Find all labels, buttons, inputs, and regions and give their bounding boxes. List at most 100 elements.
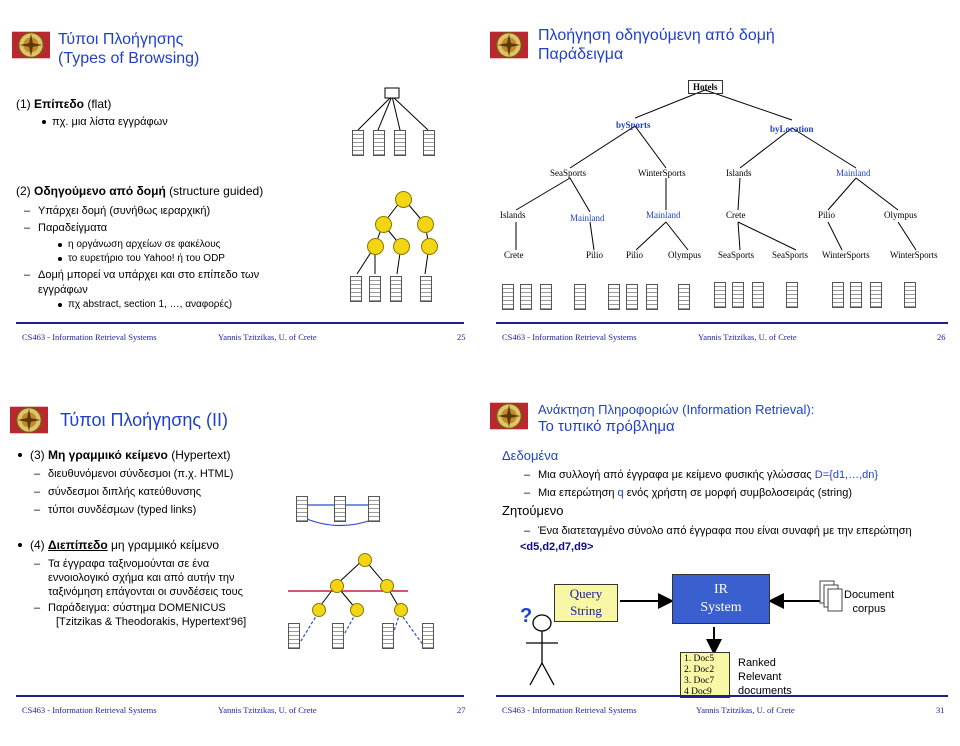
document-icon bbox=[296, 496, 308, 522]
flat-heading: Επίπεδο bbox=[34, 97, 85, 111]
document-icon bbox=[752, 282, 764, 308]
ranked-item: 2. Doc2 bbox=[684, 665, 715, 675]
concept-node-icon bbox=[380, 579, 394, 593]
page-number: 25 bbox=[457, 332, 466, 342]
tree-node-icon bbox=[393, 238, 410, 255]
tree-node: Pilio bbox=[586, 250, 604, 260]
tree-node: Mainland bbox=[570, 213, 605, 223]
concept-node-icon bbox=[358, 553, 372, 567]
given-item: Μια συλλογή από έγγραφα με κείμενο φυσικ… bbox=[524, 468, 878, 482]
tree-node: Mainland bbox=[646, 210, 681, 220]
flat-example: πχ. μια λίστα εγγράφων bbox=[52, 116, 168, 128]
tree-node: WinterSports bbox=[638, 168, 686, 178]
wanted-item: Ένα διατεταγμένο σύνολο από έγγραφα που … bbox=[524, 524, 912, 538]
tree-node: Pilio bbox=[818, 210, 836, 220]
concept-node-icon bbox=[350, 603, 364, 617]
document-icon bbox=[502, 284, 514, 310]
tree-node: SeaSports bbox=[718, 250, 754, 260]
wanted-heading: Ζητούμενο bbox=[502, 503, 564, 518]
multilevel-example: Παράδειγμα: σύστημα DOMENICUS bbox=[34, 601, 226, 615]
hypertext-item: σύνδεσμοι διπλής κατεύθυνσης bbox=[34, 485, 201, 499]
guided-item: Υπάρχει δομή (συνήθως ιεραρχική) bbox=[24, 204, 210, 218]
tree-node-icon bbox=[375, 216, 392, 233]
document-icon bbox=[369, 276, 381, 302]
tree-node: Crete bbox=[504, 250, 524, 260]
footer-course: CS463 - Information Retrieval Systems bbox=[502, 705, 637, 715]
guided-item: Παραδείγματα bbox=[24, 221, 107, 235]
tree-node: WinterSports bbox=[822, 250, 870, 260]
guided-heading: Οδηγούμενο από δομή bbox=[34, 184, 166, 198]
concept-node-icon bbox=[312, 603, 326, 617]
footer-author: Yannis Tzitzikas, U. of Crete bbox=[218, 332, 317, 342]
tree-root: Hotels bbox=[688, 80, 723, 94]
slide-27: Τύποι Πλοήγησης (ΙΙ) (3) Μη γραμμικό κεί… bbox=[0, 373, 480, 746]
document-icon bbox=[390, 276, 402, 302]
two-level-hypertext-diagram bbox=[288, 558, 427, 650]
page-number: 31 bbox=[936, 705, 945, 715]
document-icon bbox=[420, 276, 432, 302]
university-logo-icon bbox=[490, 397, 528, 435]
wanted-result: <d5,d2,d7,d9> bbox=[520, 541, 594, 553]
document-icon bbox=[678, 284, 690, 310]
document-icon bbox=[373, 130, 385, 156]
footer-author: Yannis Tzitzikas, U. of Crete bbox=[698, 332, 797, 342]
tree-node-icon bbox=[421, 238, 438, 255]
page-number: 27 bbox=[457, 705, 466, 715]
concept-node-icon bbox=[330, 579, 344, 593]
ranked-item: 3. Doc7 bbox=[684, 676, 715, 686]
tree-node-icon bbox=[395, 191, 412, 208]
footer-course: CS463 - Information Retrieval Systems bbox=[22, 332, 157, 342]
tree-node: SeaSports bbox=[772, 250, 808, 260]
tree-node: Olympus bbox=[668, 250, 702, 260]
guided-item: Δομή μπορεί να υπάρχει και στο επίπεδο τ… bbox=[24, 268, 259, 282]
tree-node: Crete bbox=[726, 210, 746, 220]
tree-node: WinterSports bbox=[890, 250, 938, 260]
document-icon bbox=[646, 284, 658, 310]
multilevel-item: Τα έγγραφα ταξινομούνται σε ένα bbox=[34, 557, 209, 571]
document-icon bbox=[520, 284, 532, 310]
footer-course: CS463 - Information Retrieval Systems bbox=[22, 705, 157, 715]
document-icon bbox=[540, 284, 552, 310]
document-icon bbox=[714, 282, 726, 308]
footer-author: Yannis Tzitzikas, U. of Crete bbox=[218, 705, 317, 715]
ranked-item: 4 Doc9 bbox=[684, 687, 712, 697]
document-icon bbox=[832, 282, 844, 308]
document-icon bbox=[288, 623, 300, 649]
university-logo-icon bbox=[10, 401, 48, 439]
hypertext-item: διευθυνόμενοι σύνδεσμοι (π.χ. HTML) bbox=[34, 467, 234, 481]
slide-title: Τύποι Πλοήγησης(Types of Browsing) bbox=[58, 31, 200, 67]
tree-node: Islands bbox=[726, 168, 752, 178]
slide-title: Ανάκτηση Πληροφοριών (Information Retrie… bbox=[538, 402, 815, 435]
document-icon bbox=[422, 623, 434, 649]
document-icon bbox=[574, 284, 586, 310]
tree-node: bySports bbox=[616, 120, 651, 130]
document-icon bbox=[368, 496, 380, 522]
tree-node-icon bbox=[367, 238, 384, 255]
tree-node: byLocation bbox=[770, 124, 814, 134]
ir-system-diagram bbox=[526, 580, 843, 686]
tree-node: Pilio bbox=[626, 250, 644, 260]
hotels-taxonomy-diagram bbox=[515, 89, 917, 251]
slide-31: Ανάκτηση Πληροφοριών (Information Retrie… bbox=[480, 373, 960, 746]
document-icon bbox=[870, 282, 882, 308]
document-icon bbox=[423, 130, 435, 156]
document-icon bbox=[352, 130, 364, 156]
folder-tree-diagram bbox=[357, 87, 429, 131]
document-icon bbox=[786, 282, 798, 308]
slide-title: Τύποι Πλοήγησης (ΙΙ) bbox=[60, 410, 228, 430]
question-mark: ? bbox=[520, 605, 533, 627]
document-icon bbox=[382, 623, 394, 649]
document-icon bbox=[608, 284, 620, 310]
given-item: Μια επερώτηση q ενός χρήστη σε μορφή συμ… bbox=[524, 486, 852, 500]
given-heading: Δεδομένα bbox=[502, 448, 559, 463]
page-number: 26 bbox=[937, 332, 946, 342]
concept-node-icon bbox=[394, 603, 408, 617]
document-icon bbox=[626, 284, 638, 310]
slide-25: Τύποι Πλοήγησης(Types of Browsing) (1) Ε… bbox=[0, 0, 480, 373]
document-icon bbox=[732, 282, 744, 308]
